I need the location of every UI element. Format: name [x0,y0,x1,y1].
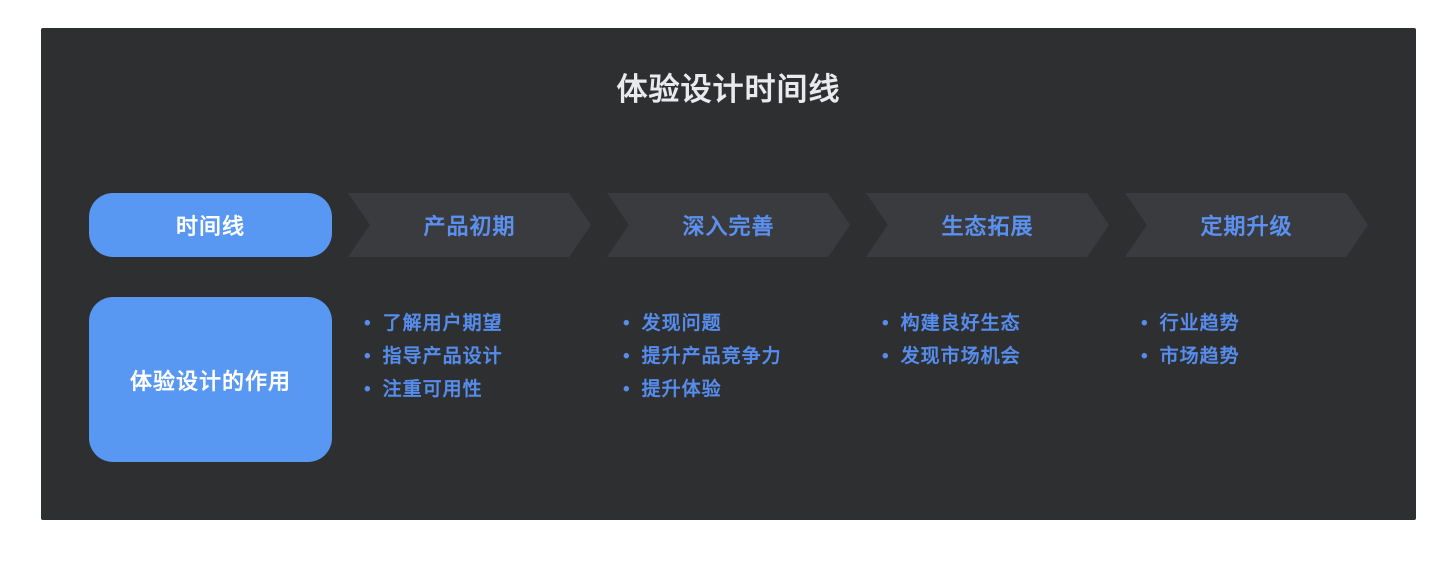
timeline-card: 体验设计时间线 时间线 产品初期 深入完善 生态拓展 定期升级 体验设计的作用 [41,28,1416,520]
stage-chevron-2: 深入完善 [607,193,850,257]
bullet-item: • 指导产品设计 [364,340,591,373]
bullet-item: • 行业趋势 [1141,307,1368,340]
bullet-list-stage-1: • 了解用户期望 • 指导产品设计 • 注重可用性 [348,297,591,462]
stage-chevron-4: 定期升级 [1125,193,1368,257]
bullet-text: 指导产品设计 [382,346,503,367]
bullet-dot: • [1141,346,1149,367]
stage-chevron-3-label: 生态拓展 [941,214,1034,239]
bullet-dot: • [623,313,631,334]
diagram-title: 体验设计时间线 [616,72,841,107]
stage-chevron-2-label: 深入完善 [682,214,775,239]
stage-pill-timeline: 时间线 [89,193,332,257]
stage-chevron-3: 生态拓展 [866,193,1109,257]
bullet-list-stage-4: • 行业趋势 • 市场趋势 [1125,297,1368,462]
stage-chevron-1-label: 产品初期 [423,214,516,239]
content-row: 体验设计的作用 • 了解用户期望 • 指导产品设计 • 注重可用性 • 发现问题 • 提升… [89,297,1368,462]
role-box: 体验设计的作用 [89,297,332,462]
bullet-item: • 市场趋势 [1141,340,1368,373]
stage-chevron-4-label: 定期升级 [1200,214,1293,239]
bullet-dot: • [882,313,890,334]
bullet-text: 了解用户期望 [382,313,503,334]
stage-pill-label: 时间线 [175,214,245,239]
role-box-label: 体验设计的作用 [129,368,291,394]
bullet-text: 提升产品竞争力 [641,346,782,367]
bullet-text: 构建良好生态 [900,313,1021,334]
bullet-text: 市场趋势 [1159,346,1240,367]
bullet-dot: • [623,379,631,400]
bullet-item: • 提升产品竞争力 [623,340,850,373]
bullet-text: 行业趋势 [1159,313,1240,334]
bullet-item: • 提升体验 [623,373,850,406]
bullet-item: • 注重可用性 [364,373,591,406]
bullet-item: • 发现市场机会 [882,340,1109,373]
bullet-text: 发现市场机会 [900,346,1021,367]
bullet-text: 发现问题 [641,313,722,334]
bullet-dot: • [364,313,372,334]
bullet-item: • 构建良好生态 [882,307,1109,340]
bullet-list-stage-2: • 发现问题 • 提升产品竞争力 • 提升体验 [607,297,850,462]
bullet-dot: • [364,346,372,367]
bullet-list-stage-3: • 构建良好生态 • 发现市场机会 [866,297,1109,462]
bullet-dot: • [1141,313,1149,334]
stage-row: 时间线 产品初期 深入完善 生态拓展 定期升级 [89,193,1368,257]
bullet-text: 提升体验 [641,379,722,400]
bullet-dot: • [364,379,372,400]
bullet-text: 注重可用性 [382,379,483,400]
bullet-item: • 了解用户期望 [364,307,591,340]
bullet-item: • 发现问题 [623,307,850,340]
bullet-dot: • [623,346,631,367]
stage-chevron-1: 产品初期 [348,193,591,257]
bullet-dot: • [882,346,890,367]
